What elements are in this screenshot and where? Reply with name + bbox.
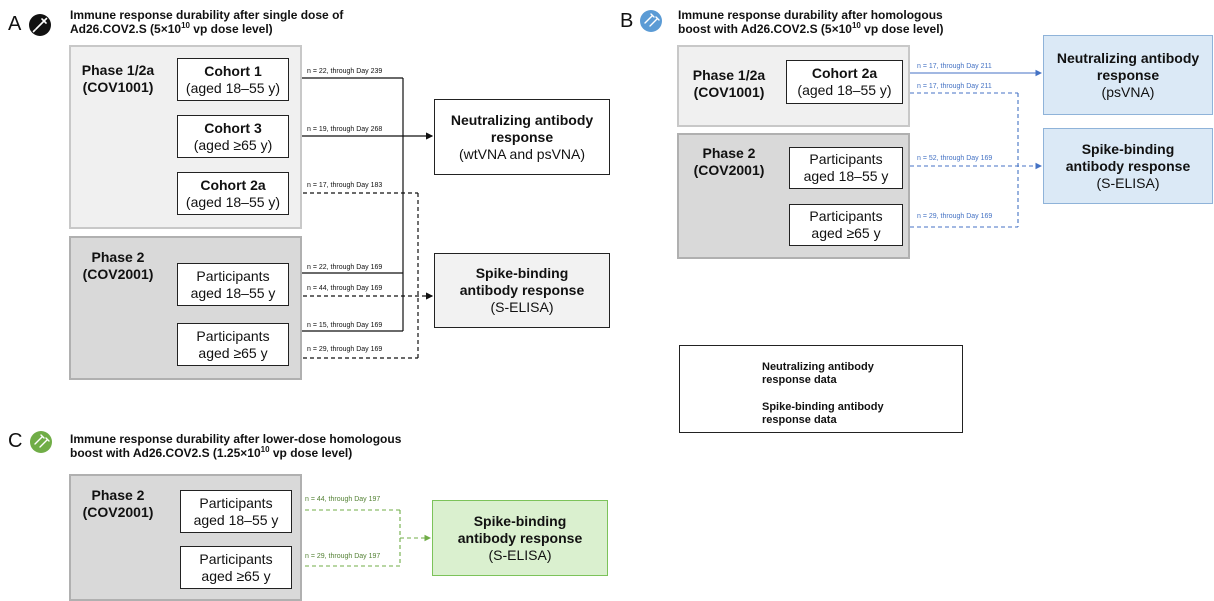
panel-a-n-label: n = 29, through Day 169 — [307, 346, 383, 353]
panel-a-cohort3-box: Cohort 3(aged ≥65 y) — [177, 115, 289, 158]
panel-a-cohort1-box: Cohort 1(aged 18–55 y) — [177, 58, 289, 101]
panel-b-n-label: n = 17, through Day 211 — [917, 83, 992, 90]
panel-b-cohort2a-box: Cohort 2a(aged 18–55 y) — [786, 60, 903, 104]
panel-a-phase1-label: Phase 1/2a(COV1001) — [81, 62, 155, 95]
panel-a-n-label: n = 22, through Day 239 — [307, 68, 383, 75]
panel-a-letter: A — [8, 13, 22, 35]
panel-b-dashed-lines — [903, 92, 1043, 228]
panel-b-title-line2: boost with Ad26.COV2.S (5×1010 vp dose l… — [678, 21, 944, 37]
panel-a-n-label: n = 15, through Day 169 — [307, 322, 383, 329]
panel-a-title-line1: Immune response durability after single … — [70, 8, 344, 22]
vaccine-syringe-icon — [29, 14, 51, 36]
panel-c-title-line1: Immune response durability after lower-d… — [70, 432, 402, 446]
panel-a-title: Immune response durability after single … — [70, 8, 400, 36]
panel-b-letter: B — [620, 10, 634, 32]
panel-c-dashed-lines — [291, 509, 432, 567]
panel-c-phase2-label: Phase 2(COV2001) — [82, 487, 154, 520]
panel-b-phase2-label: Phase 2(COV2001) — [693, 145, 765, 178]
panel-a-phase2-label: Phase 2(COV2001) — [82, 249, 154, 282]
panel-a-title-line2: Ad26.COV2.S (5×1010 vp dose level) — [70, 21, 273, 37]
panel-b-phase1-label: Phase 1/2a(COV1001) — [692, 67, 766, 100]
panel-b-title-line1: Immune response durability after homolog… — [678, 8, 943, 22]
panel-c-title-line2: boost with Ad26.COV2.S (1.25×1010 vp dos… — [70, 445, 353, 461]
panel-a-solid-lines — [289, 77, 434, 332]
panel-b-n-label: n = 17, through Day 211 — [917, 63, 992, 70]
panel-b-title: Immune response durability after homolog… — [678, 8, 1008, 36]
panel-a-n-label: n = 17, through Day 183 — [307, 182, 383, 189]
panel-a-dashed-lines — [289, 192, 434, 359]
panel-b-n-label: n = 29, through Day 169 — [917, 213, 993, 220]
panel-a-cohort2a-box: Cohort 2a(aged 18–55 y) — [177, 172, 289, 215]
vaccine-two-syringes-icon — [30, 431, 52, 453]
panel-c-letter: C — [8, 430, 23, 452]
panel-a-n-label: n = 19, through Day 268 — [307, 126, 383, 133]
panel-c-n-label: n = 29, through Day 197 — [305, 553, 381, 560]
panel-a-n-label: n = 44, through Day 169 — [307, 285, 383, 292]
vaccine-two-syringes-icon — [640, 10, 662, 32]
panel-a-n-label: n = 22, through Day 169 — [307, 264, 383, 271]
panel-c-n-label: n = 44, through Day 197 — [305, 496, 381, 503]
panel-b-n-label: n = 52, through Day 169 — [917, 155, 993, 162]
panel-c-title: Immune response durability after lower-d… — [70, 432, 470, 460]
